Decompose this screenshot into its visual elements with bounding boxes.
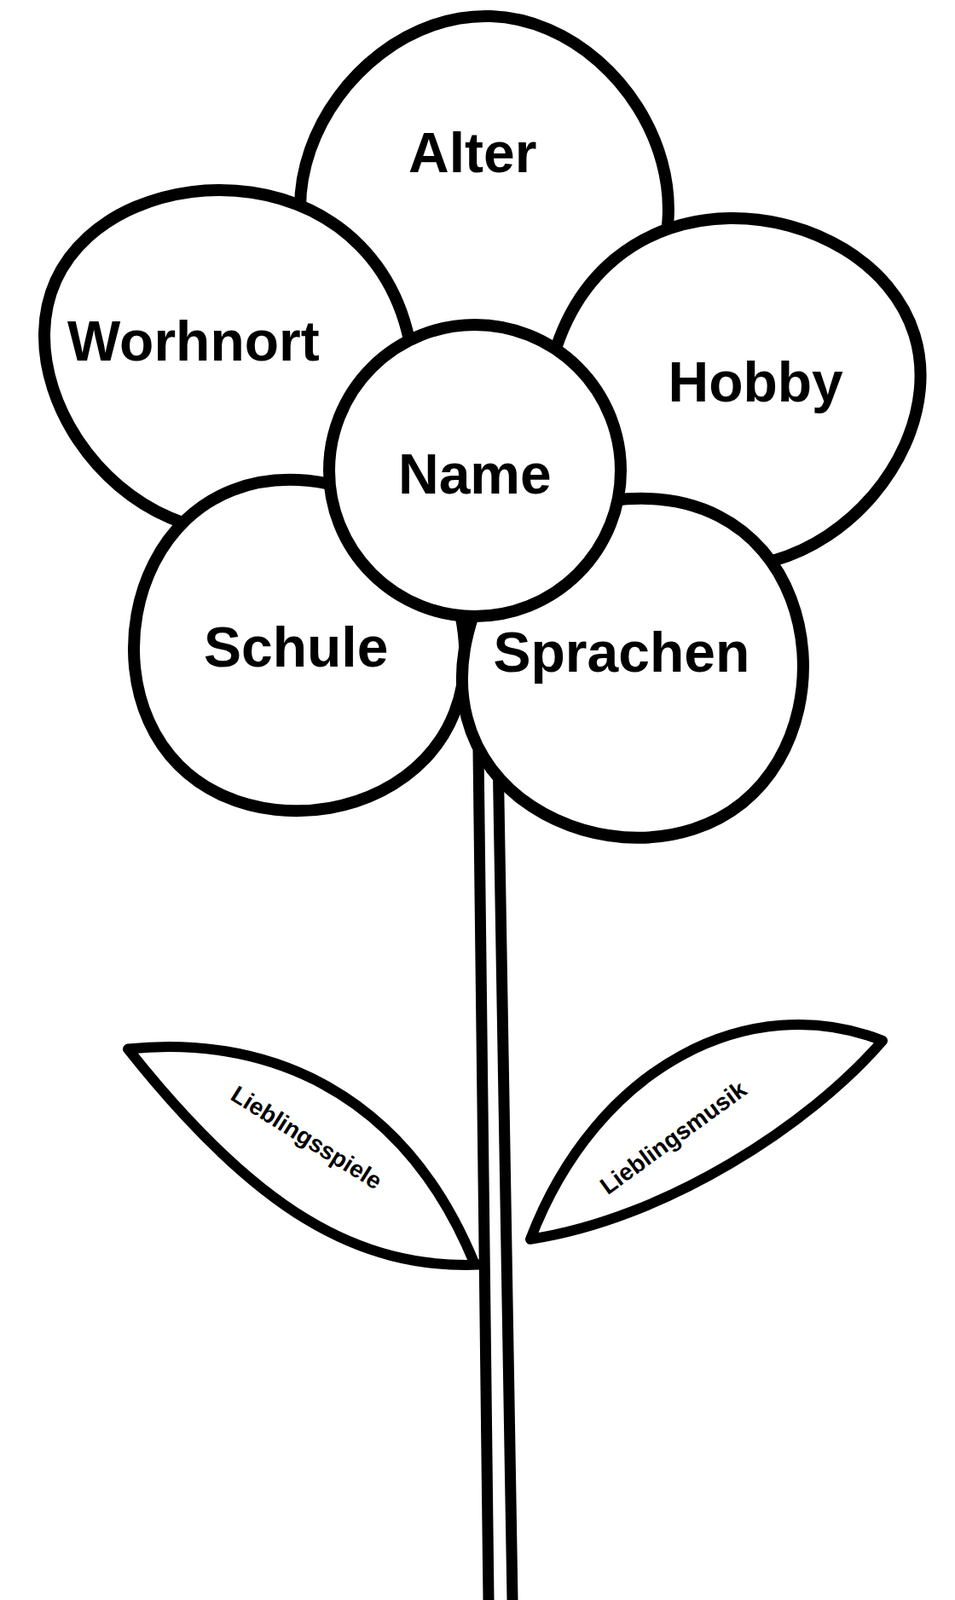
leaf-shape	[530, 1024, 883, 1240]
petal-label: Sprachen	[492, 620, 750, 686]
leaf: Lieblingsmusik	[521, 1016, 892, 1249]
flower-center-label: Name	[398, 442, 552, 508]
leaf-outline	[119, 1038, 489, 1274]
leaf-outline	[521, 1016, 892, 1249]
stem-line	[497, 750, 513, 1600]
petal-label: Worhnort	[67, 309, 320, 375]
stem-line	[478, 750, 489, 1600]
flower-center-shape	[329, 324, 621, 617]
leaf: Lieblingsspiele	[119, 1038, 489, 1274]
petal-label: Schule	[203, 615, 388, 681]
petal-shape	[133, 480, 465, 811]
petal-shape	[462, 498, 804, 839]
petal-label: Hobby	[667, 350, 843, 416]
flower-center: Name	[319, 315, 631, 626]
petal-label: Alter	[408, 121, 537, 186]
leaf-shape	[127, 1047, 481, 1266]
